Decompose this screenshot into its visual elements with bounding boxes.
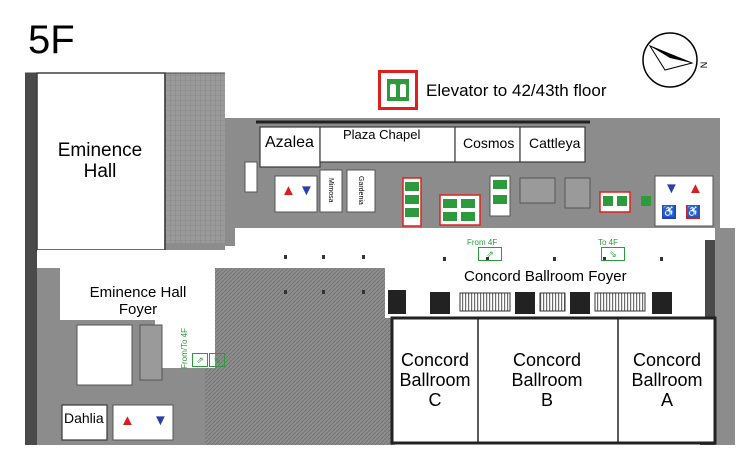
cosmos-room [454, 126, 521, 163]
elevator-legend-box [378, 70, 418, 110]
men-restroom-icon: ▼ [153, 412, 168, 429]
ballroom-partitions [388, 290, 672, 314]
mimosa-room [319, 169, 343, 213]
accessible-restroom-icon: ♿ [686, 205, 700, 219]
dahlia-label: Dahlia [64, 410, 104, 426]
gardenia-room [346, 169, 376, 213]
gardenia-label: Gardenia [357, 176, 364, 205]
azalea-room [259, 126, 321, 168]
floor-label: 5F [28, 18, 75, 62]
escalator-icon: ⇘ [601, 247, 625, 261]
north-label: N [698, 61, 709, 69]
concord-foyer-label: Concord Ballroom Foyer [464, 268, 627, 285]
escalator-from-to-4f-label: From/To 4F [180, 328, 189, 369]
dahlia-room [61, 404, 108, 441]
cosmos-label: Cosmos [463, 135, 515, 151]
men-restroom-icon: ▼ [299, 182, 314, 199]
escalator-icon: ⇘ [209, 353, 225, 367]
escalator-icon: ⇗ [192, 353, 208, 367]
back-of-house [205, 260, 395, 445]
accessible-restroom-icon: ♿ [662, 205, 676, 219]
azalea-label: Azalea [265, 134, 314, 151]
compass-icon [642, 32, 698, 88]
elevator-icon [387, 79, 409, 101]
plaza-chapel-label: Plaza Chapel [343, 127, 421, 142]
concord-ballroom [390, 316, 717, 445]
escalator-from-4f-label: From 4F [467, 238, 498, 247]
plaza-chapel-room [319, 126, 456, 163]
elevator-caption: Elevator to 42/43th floor [426, 81, 607, 100]
escalator-to-4f-label: To 4F [598, 238, 619, 247]
main-corridor [235, 228, 705, 268]
mimosa-label: Mimosa [327, 178, 334, 203]
escalator-icon: ⇗ [478, 247, 502, 261]
service-core [165, 73, 225, 243]
women-restroom-icon: ▲ [120, 412, 135, 429]
cattleya-room [519, 126, 586, 163]
cattleya-label: Cattleya [529, 135, 581, 151]
eminence-hall-area [36, 72, 166, 251]
men-restroom-icon: ▼ [664, 180, 679, 197]
women-restroom-icon: ▲ [688, 180, 703, 197]
women-restroom-icon: ▲ [281, 182, 296, 199]
